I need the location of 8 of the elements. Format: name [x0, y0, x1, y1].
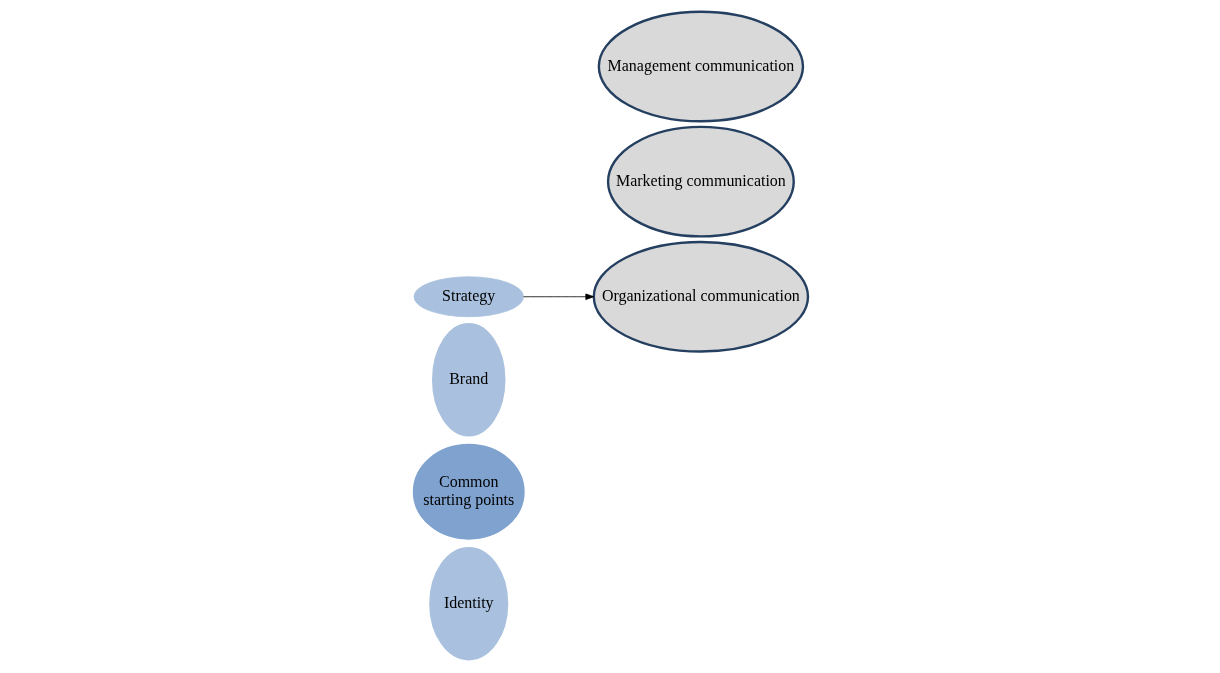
node-ellipse: Management communication [597, 10, 805, 123]
node-ellipse: Strategy [413, 276, 524, 318]
node-ellipse: Marketing communication [606, 125, 795, 238]
node-ellipse: Organizational communication [592, 240, 810, 353]
arrow [523, 293, 595, 300]
node-ellipse: Identity [427, 545, 510, 662]
node-ellipse: Brand [430, 321, 508, 439]
node-ellipse: Common starting points [411, 442, 527, 542]
